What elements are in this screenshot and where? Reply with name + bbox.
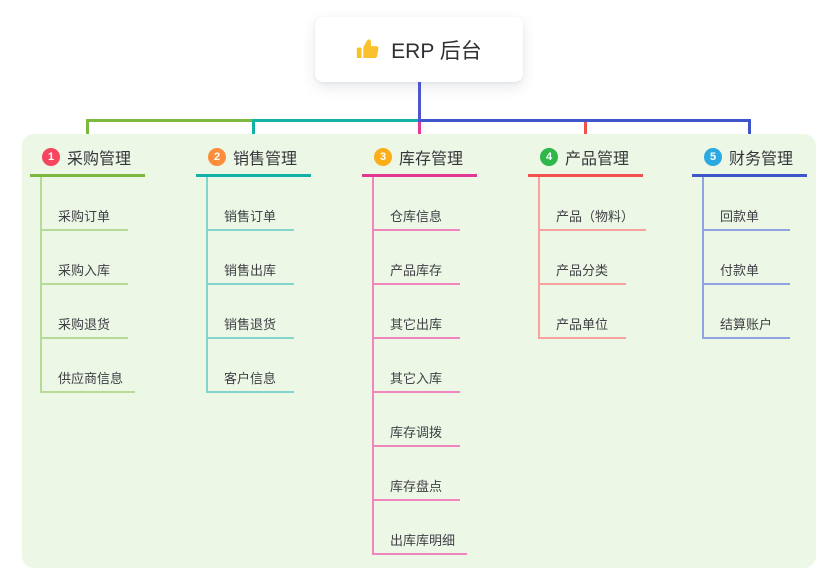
branch-children: 仓库信息产品库存其它出库其它入库库存调拨库存盘点出库库明细 [372,177,477,555]
child-node: 产品分类 [540,231,626,285]
branch-label: 产品管理 [565,151,630,168]
child-node: 付款单 [704,231,790,285]
branch-children: 回款单付款单结算账户 [702,177,807,339]
branch-4: 4 产品管理产品（物料）产品分类产品单位 [528,146,647,339]
child-node: 其它出库 [374,285,460,339]
branch-3: 3 库存管理仓库信息产品库存其它出库其它入库库存调拨库存盘点出库库明细 [362,146,477,555]
child-node: 库存盘点 [374,447,460,501]
branch-label: 销售管理 [233,151,298,168]
child-node: 采购订单 [42,177,128,231]
branch-label: 采购管理 [67,151,132,168]
child-node: 回款单 [704,177,790,231]
child-node: 客户信息 [208,339,294,393]
branch-header: 4 产品管理 [528,146,643,177]
branch-header: 5 财务管理 [692,146,807,177]
branch-number-badge: 3 [374,148,392,166]
child-node: 采购退货 [42,285,128,339]
child-node: 出库库明细 [374,501,468,555]
branch-5: 5 财务管理回款单付款单结算账户 [692,146,807,339]
child-node: 销售退货 [208,285,294,339]
branch-number-badge: 5 [704,148,722,166]
branch-2: 2 销售管理销售订单销售出库销售退货客户信息 [196,146,311,393]
branch-children: 销售订单销售出库销售退货客户信息 [206,177,311,393]
branch-label: 库存管理 [399,151,464,168]
branch-header: 3 库存管理 [362,146,477,177]
child-node: 产品单位 [540,285,626,339]
branch-children: 产品（物料）产品分类产品单位 [538,177,647,339]
child-node: 供应商信息 [42,339,136,393]
root-node: ERP 后台 [315,17,523,82]
child-node: 产品库存 [374,231,460,285]
branch-header: 1 采购管理 [30,146,145,177]
branch-1: 1 采购管理采购订单采购入库采购退货供应商信息 [30,146,145,393]
branch-header: 2 销售管理 [196,146,311,177]
child-node: 仓库信息 [374,177,460,231]
child-node: 其它入库 [374,339,460,393]
branch-number-badge: 2 [208,148,226,166]
child-node: 销售出库 [208,231,294,285]
branch-label: 财务管理 [729,151,794,168]
branch-children: 采购订单采购入库采购退货供应商信息 [40,177,145,393]
child-node: 结算账户 [704,285,790,339]
child-node: 采购入库 [42,231,128,285]
child-node: 产品（物料） [540,177,647,231]
child-node: 库存调拨 [374,393,460,447]
root-label: ERP 后台 [391,39,482,63]
mindmap-panel: 1 采购管理采购订单采购入库采购退货供应商信息 2 销售管理销售订单销售出库销售退货客… [22,134,816,568]
thumbs-up-icon [356,37,381,62]
branch-number-badge: 4 [540,148,558,166]
branch-number-badge: 1 [42,148,60,166]
child-node: 销售订单 [208,177,294,231]
